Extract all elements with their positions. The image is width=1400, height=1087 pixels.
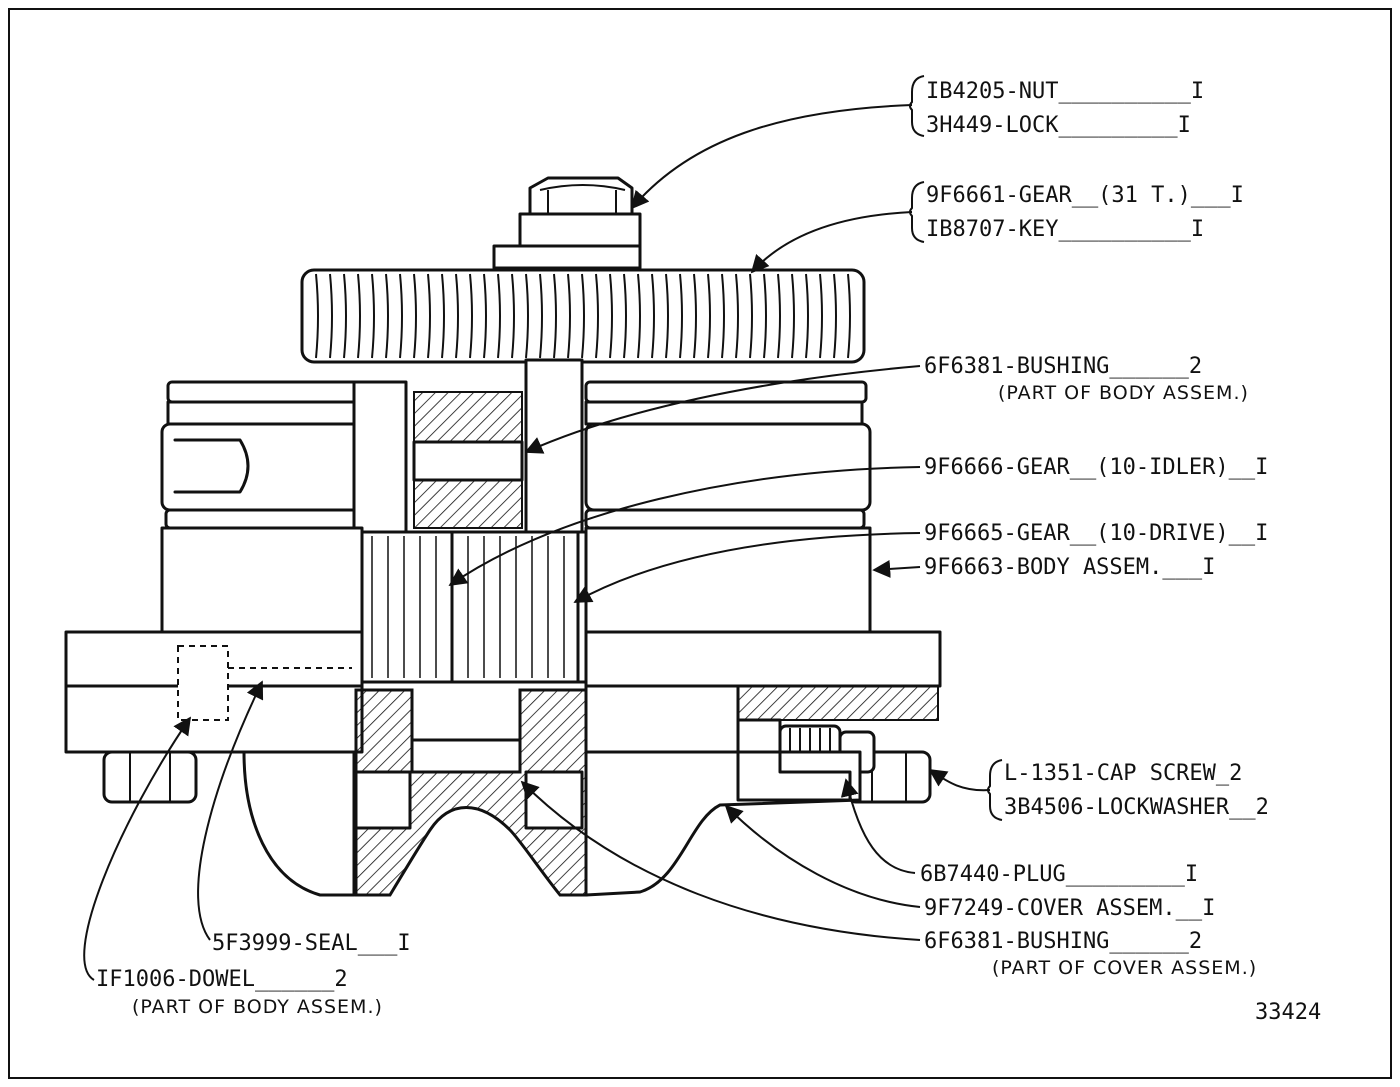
nut-shape <box>518 176 642 248</box>
label-gear-idler: 9F6666-GEAR__(10-IDLER)__I <box>924 455 1268 480</box>
leader-lines <box>83 104 991 981</box>
label-bushing-body: 6F6381-BUSHING______2 <box>924 354 1202 379</box>
label-seal: 5F3999-SEAL___I <box>212 931 411 956</box>
braces <box>909 75 1003 821</box>
upper-body-shape <box>160 380 872 530</box>
label-cover-assem: 9F7249-COVER ASSEM.__I <box>924 896 1215 921</box>
label-lockwasher: 3B4506-LOCKWASHER__2 <box>1004 795 1269 820</box>
gear-31t-shape <box>300 268 866 364</box>
label-bushing-cover: 6F6381-BUSHING______2 <box>924 929 1202 954</box>
label-lock: 3H449-LOCK_________I <box>926 113 1191 138</box>
figure-number: 33424 <box>1255 1000 1321 1025</box>
label-dowel: IF1006-DOWEL______2 <box>96 967 348 992</box>
label-bushing-body-note: (PART OF BODY ASSEM.) <box>998 382 1249 404</box>
label-gear-31t: 9F6661-GEAR__(31 T.)___I <box>926 183 1244 208</box>
body-assembly-shape <box>160 526 872 684</box>
label-plug: 6B7440-PLUG_________I <box>920 862 1198 887</box>
label-body-assem: 9F6663-BODY ASSEM.___I <box>924 555 1215 580</box>
mechanism <box>64 176 942 897</box>
callout-labels: IB4205-NUT__________I 3H449-LOCK________… <box>96 79 1321 1025</box>
label-cap-screw: L-1351-CAP SCREW_2 <box>1004 761 1242 786</box>
label-dowel-note: (PART OF BODY ASSEM.) <box>132 996 383 1018</box>
label-nut: IB4205-NUT__________I <box>926 79 1204 104</box>
label-bushing-cover-note: (PART OF COVER ASSEM.) <box>992 957 1257 979</box>
label-gear-drive: 9F6665-GEAR__(10-DRIVE)__I <box>924 521 1268 546</box>
lock-shape <box>492 244 642 270</box>
label-key: IB8707-KEY__________I <box>926 217 1204 242</box>
